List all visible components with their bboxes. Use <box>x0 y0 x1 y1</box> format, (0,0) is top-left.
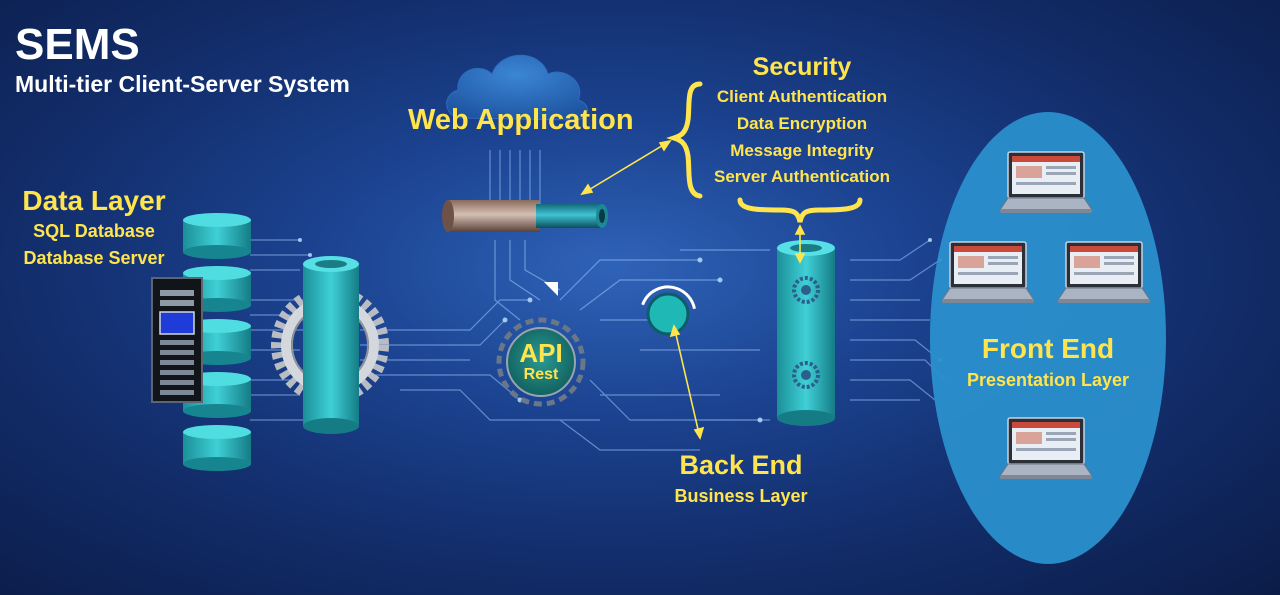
gear-icon <box>792 361 820 389</box>
pipe-icon <box>303 256 359 434</box>
web-application-label: Web Application <box>408 104 634 136</box>
security-title: Security <box>752 53 852 81</box>
security-brace-bottom <box>737 197 863 223</box>
gear-icon <box>792 276 820 304</box>
circuit-traces <box>250 150 946 451</box>
page-title: SEMS <box>15 20 140 69</box>
security-item-server-authentication: Server Authentication <box>713 167 891 186</box>
api-title: API <box>519 338 563 368</box>
data-layer-line-sql-database: SQL Database <box>33 221 155 241</box>
security-item-data-encryption: Data Encryption <box>736 114 868 133</box>
laptop-icon <box>941 241 1035 303</box>
data-layer-line-database-server: Database Server <box>23 248 165 268</box>
marker-icon <box>544 282 558 296</box>
data-layer-title: Data Layer <box>22 185 166 216</box>
security-item-client-authentication: Client Authentication <box>716 87 888 106</box>
front-end-oval <box>930 112 1166 564</box>
pipe-icon <box>442 200 608 232</box>
laptop-icon <box>999 417 1093 479</box>
node-icon <box>639 285 697 343</box>
server-rack-icon <box>151 277 203 403</box>
api-badge <box>496 317 586 407</box>
laptop-icon <box>999 151 1093 213</box>
api-subtitle: Rest <box>523 366 559 383</box>
front-end-title: Front End <box>981 333 1115 364</box>
security-item-message-integrity: Message Integrity <box>730 141 874 160</box>
back-end-subtitle: Business Layer <box>674 486 808 506</box>
database-icon <box>183 213 251 471</box>
back-end-title: Back End <box>679 450 803 480</box>
pipe-icon <box>777 240 835 426</box>
cloud-icon <box>446 54 588 121</box>
front-end-subtitle: Presentation Layer <box>966 370 1130 390</box>
connector-arrows <box>580 139 806 440</box>
page-subtitle: Multi-tier Client-Server System <box>15 71 350 97</box>
security-brace <box>666 81 703 199</box>
laptop-icon <box>1057 241 1151 303</box>
